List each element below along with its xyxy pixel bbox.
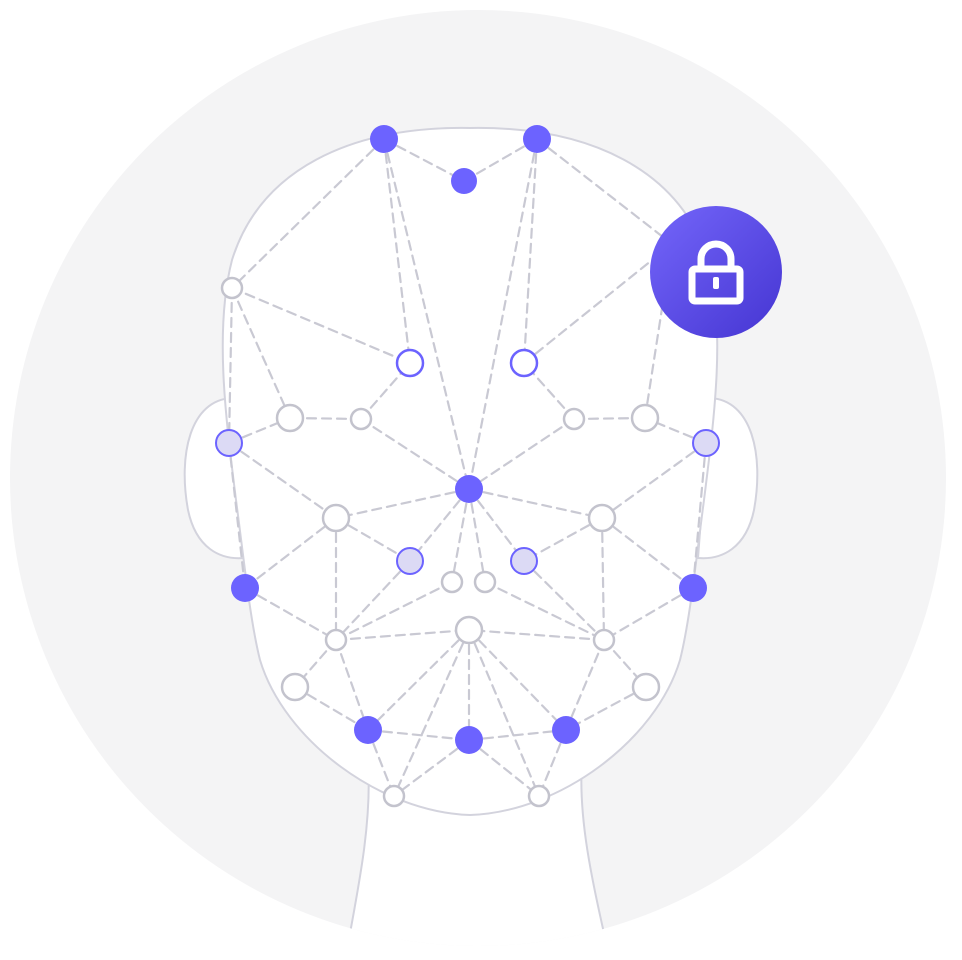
lock-keyhole [713, 277, 719, 289]
mesh-edge [230, 137, 386, 290]
neck [343, 759, 612, 946]
mesh-edge [366, 728, 471, 742]
mesh-edge [691, 441, 708, 590]
mesh-edge [467, 628, 606, 642]
mesh-node-ring [395, 348, 425, 378]
mesh-edge [602, 586, 695, 642]
mesh-node-filled [451, 168, 477, 194]
mesh-edge [522, 137, 539, 365]
mesh-node-hollow [454, 615, 484, 645]
mesh-edge [467, 137, 539, 491]
lock-icon [688, 240, 744, 305]
mesh-edge [467, 628, 541, 798]
mesh-edge [537, 728, 568, 798]
mesh-edge [564, 685, 648, 732]
mesh-edge [243, 586, 338, 642]
mesh-nodes [215, 125, 720, 808]
mesh-node-light [692, 429, 720, 457]
mesh-node-hollow [349, 407, 373, 431]
mesh-node-light [215, 429, 243, 457]
mesh-node-light [510, 547, 538, 575]
mesh-node-filled [455, 726, 483, 754]
mesh-node-filled [370, 125, 398, 153]
mesh-node-hollow [592, 628, 616, 652]
mesh-edge [392, 738, 471, 798]
mesh-node-hollow [321, 503, 351, 533]
mesh-node-filled [455, 475, 483, 503]
mesh-edge [227, 441, 247, 590]
mesh-edge [522, 516, 604, 563]
mesh-node-filled [679, 574, 707, 602]
mesh-edge [227, 286, 234, 445]
mesh-edge [230, 286, 412, 365]
mesh-node-hollow [280, 672, 310, 702]
mesh-node-hollow [630, 403, 660, 433]
mesh-edge [334, 628, 471, 642]
mesh-node-hollow [473, 570, 497, 594]
mesh-edge [382, 137, 471, 491]
mesh-edge [227, 441, 338, 520]
mesh-node-hollow [382, 784, 406, 808]
mesh-node-hollow [220, 276, 244, 300]
mesh-node-hollow [440, 570, 464, 594]
mesh-node-filled [523, 125, 551, 153]
mesh-edge [334, 580, 454, 642]
mesh-edge [382, 137, 412, 365]
mesh-edge [467, 738, 541, 798]
mesh-edge [366, 728, 396, 798]
mesh-edge [230, 286, 292, 420]
mesh-node-hollow [324, 628, 348, 652]
mesh-edge [334, 559, 412, 642]
mesh-edge [392, 628, 471, 798]
mesh-edge [522, 242, 674, 365]
mesh-edge [334, 487, 471, 520]
mesh-edge [600, 516, 695, 590]
lock-badge [650, 206, 782, 338]
mesh-edge [522, 559, 606, 642]
mesh-node-hollow [631, 672, 661, 702]
mesh-edge [243, 516, 338, 590]
mesh-edge [467, 487, 526, 563]
mesh-edge [600, 441, 708, 520]
mesh-edge [408, 487, 471, 563]
mesh-node-filled [552, 716, 580, 744]
mesh-edge [600, 516, 606, 642]
mesh-node-hollow [275, 403, 305, 433]
mesh-edge [535, 137, 674, 246]
mesh-edge [467, 487, 487, 584]
mesh-edge [483, 580, 606, 642]
mesh-edge [564, 638, 606, 732]
mesh-edge [359, 417, 471, 491]
mesh-edge [467, 628, 568, 732]
mesh-node-light [396, 547, 424, 575]
mesh-edge [467, 417, 576, 491]
mesh-edge [334, 638, 370, 732]
mesh-node-ring [509, 348, 539, 378]
mesh-node-filled [354, 716, 382, 744]
mesh-edge [462, 137, 539, 183]
mesh-edge [450, 487, 471, 584]
mesh-node-hollow [562, 407, 586, 431]
mesh-node-hollow [527, 784, 551, 808]
mesh-edge [334, 516, 412, 563]
mesh-node-hollow [587, 503, 617, 533]
mesh-edge [382, 137, 466, 183]
mesh-edge [467, 728, 568, 742]
mesh-edge [643, 242, 674, 420]
mesh-edge [366, 628, 471, 732]
mesh-node-filled [231, 574, 259, 602]
mesh-edge [467, 487, 604, 520]
